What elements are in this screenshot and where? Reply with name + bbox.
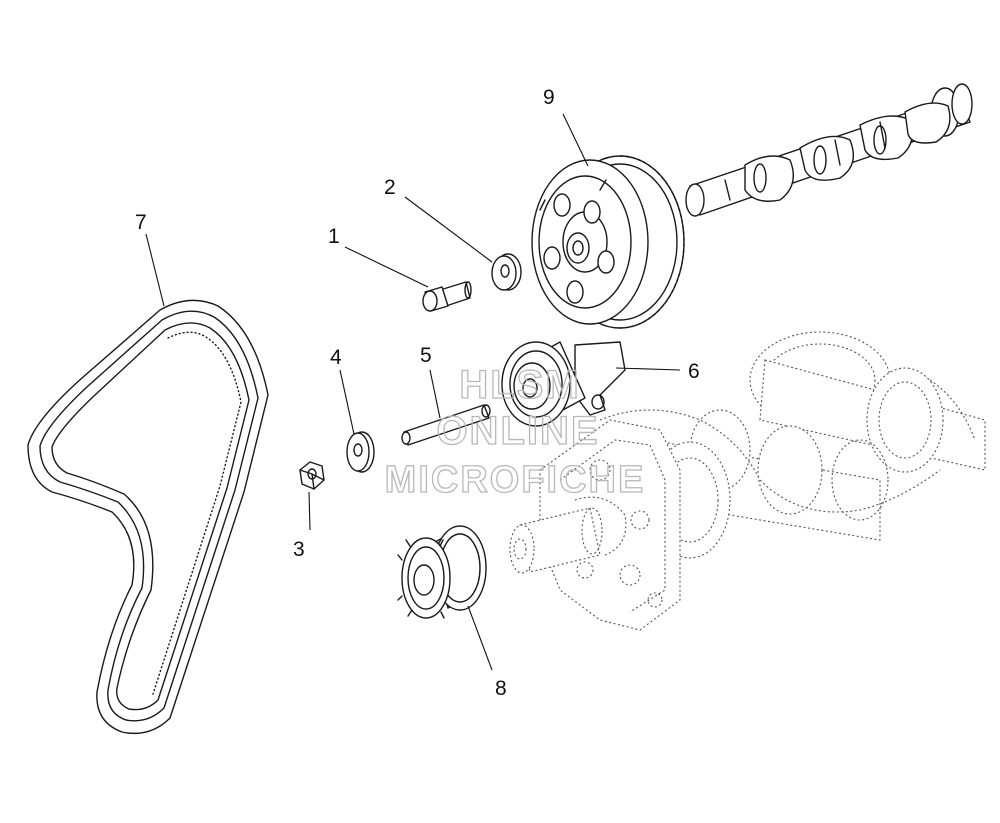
callout-6: 6 — [688, 360, 700, 383]
callout-labels: 1 2 3 4 5 6 7 8 9 — [135, 86, 700, 700]
callout-1: 1 — [328, 225, 340, 248]
callout-9: 9 — [543, 86, 555, 109]
crankshaft-assembly — [509, 331, 986, 631]
callout-4: 4 — [330, 346, 342, 369]
camshaft — [685, 83, 973, 217]
bolt — [422, 281, 472, 312]
camshaft-pulley — [531, 155, 685, 329]
tensioner-stud — [401, 404, 491, 446]
watermark-line-1: HLSM — [459, 363, 580, 407]
watermark-line-2: ONLINE — [436, 409, 599, 453]
washer — [491, 253, 522, 291]
watermark: HLSM ONLINE MICROFICHE — [384, 362, 646, 501]
watermark-line-3: MICROFICHE — [385, 459, 646, 501]
washer-large — [346, 431, 375, 473]
callout-2: 2 — [384, 176, 396, 199]
timing-belt — [27, 299, 269, 735]
belt-tensioner — [501, 341, 626, 427]
callout-3: 3 — [293, 538, 305, 561]
crankshaft — [599, 331, 986, 559]
callout-5: 5 — [420, 344, 432, 367]
oil-pump — [539, 419, 681, 631]
callout-8: 8 — [495, 677, 507, 700]
crankshaft-sprocket — [397, 525, 487, 619]
hex-nut — [299, 461, 325, 490]
crankshaft-nose — [509, 507, 603, 574]
leader-lines — [145, 113, 681, 671]
callout-7: 7 — [135, 211, 147, 234]
